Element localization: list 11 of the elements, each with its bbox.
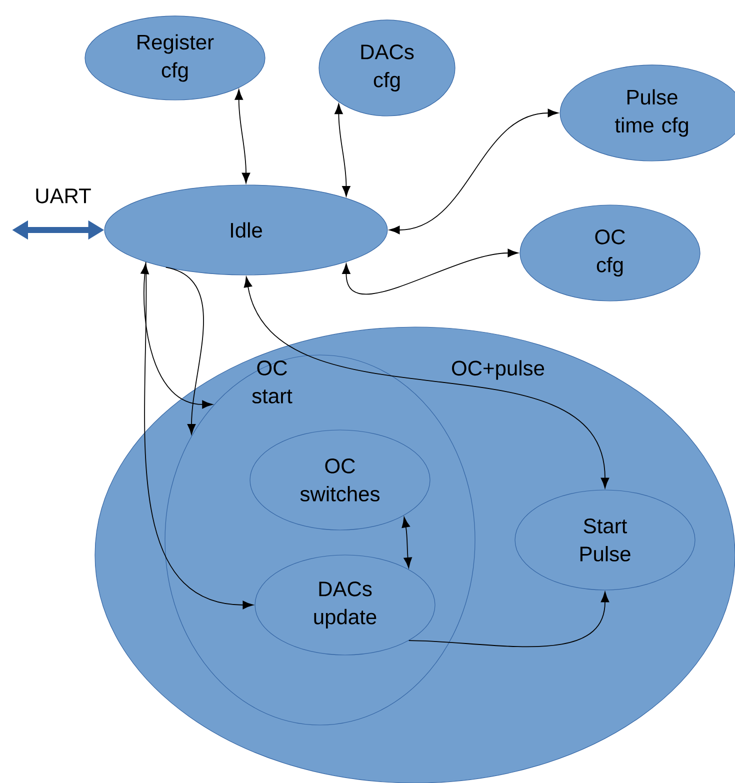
arrow xyxy=(334,104,350,197)
arrow xyxy=(234,89,250,184)
arrow xyxy=(342,248,518,295)
arrow xyxy=(408,592,610,648)
arrow xyxy=(402,516,412,568)
arrow xyxy=(389,108,558,234)
arrow xyxy=(140,263,213,409)
arrow xyxy=(144,262,254,610)
edge-label: UART xyxy=(36,188,91,204)
arrow xyxy=(165,266,204,435)
arrow xyxy=(244,276,610,488)
